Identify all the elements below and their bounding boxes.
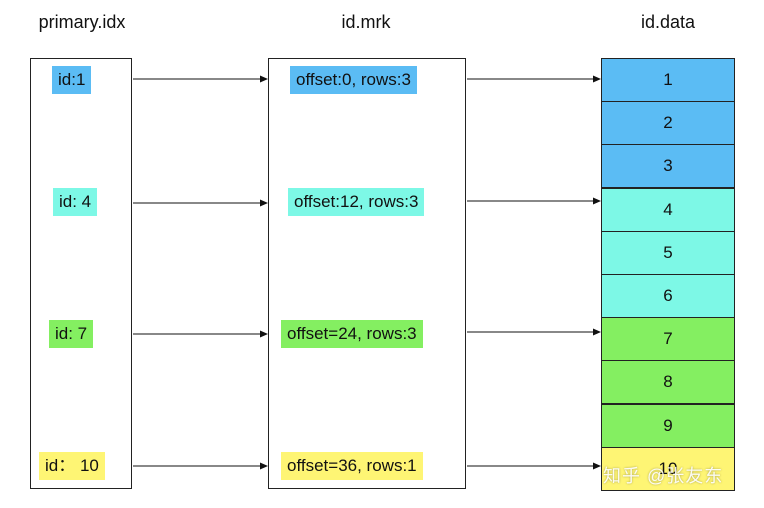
data-cell-5: 5 xyxy=(601,231,735,275)
primary-entry-1: id:1 xyxy=(52,66,92,94)
mrk-entry-1: offset:0, rows:3 xyxy=(290,66,417,94)
data-cell-7: 7 xyxy=(601,317,735,361)
data-cell-1: 1 xyxy=(601,58,735,102)
id-data-title: id.data xyxy=(640,12,696,32)
mrk-entry-2: offset:12, rows:3 xyxy=(288,188,425,216)
data-cell-8: 8 xyxy=(601,360,735,404)
primary-entry-4: id： 10 xyxy=(39,452,105,480)
data-cell-3: 3 xyxy=(601,144,735,188)
primary-idx-box xyxy=(30,58,132,489)
mrk-entry-4: offset=36, rows:1 xyxy=(281,452,423,480)
id-mrk-box xyxy=(268,58,466,489)
primary-entry-2: id: 4 xyxy=(53,188,98,216)
id-mrk-title: id.mrk xyxy=(341,12,391,32)
primary-entry-3: id: 7 xyxy=(49,320,94,348)
mrk-entry-3: offset=24, rows:3 xyxy=(281,320,423,348)
zhihu-watermark: 知乎 @张友东 xyxy=(603,466,724,486)
data-cell-10: 10 xyxy=(601,447,735,491)
primary-idx-title: primary.idx xyxy=(38,12,126,32)
